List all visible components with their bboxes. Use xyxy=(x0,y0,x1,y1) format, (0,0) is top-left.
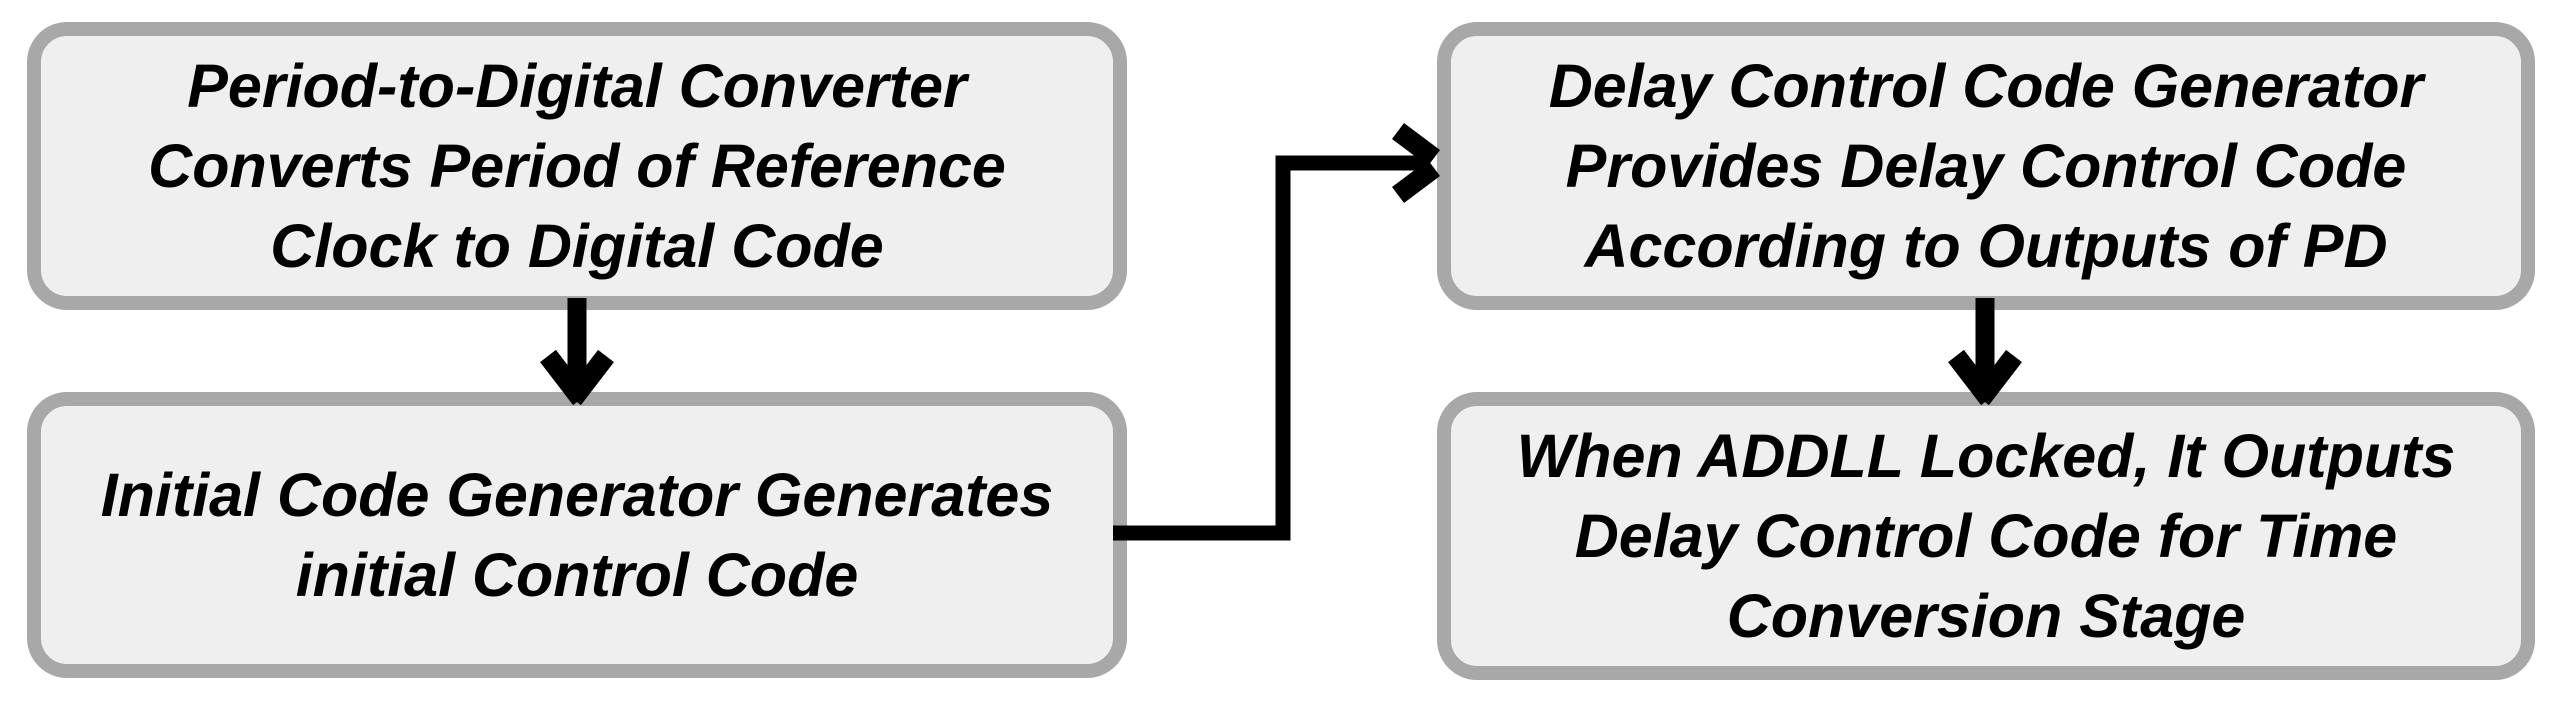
box-text-line: Conversion Stage xyxy=(1726,582,2246,650)
box-text-line: Initial Code Generator Generates xyxy=(100,461,1054,529)
arrow-delay-code-to-output-icon xyxy=(1948,298,2022,406)
box-delay-control-code-generator: Delay Control Code Generator Provides De… xyxy=(1437,22,2535,310)
box-text-line: Delay Control Code for Time xyxy=(1574,502,2398,570)
box-initial-code-generator: Initial Code Generator Generates initial… xyxy=(27,392,1127,678)
box-text-line: Provides Delay Control Code xyxy=(1565,132,2407,200)
arrow-initial-code-to-delay-code-icon xyxy=(1113,123,1440,541)
box-addll-locked-output: When ADDLL Locked, It Outputs Delay Cont… xyxy=(1437,392,2535,680)
box-period-to-digital-converter: Period-to-Digital Converter Converts Per… xyxy=(27,22,1127,310)
box-text-line: Converts Period of Reference xyxy=(148,132,1006,200)
box-text-line: initial Control Code xyxy=(295,541,859,609)
box-text-line: Clock to Digital Code xyxy=(270,212,884,280)
box-text-line: Period-to-Digital Converter xyxy=(187,52,967,120)
arrow-pdc-to-initial-code-icon xyxy=(540,298,614,406)
box-text-line: Delay Control Code Generator xyxy=(1548,52,2424,120)
box-text-line: When ADDLL Locked, It Outputs xyxy=(1516,422,2456,490)
box-text-line: According to Outputs of PD xyxy=(1584,212,2388,280)
